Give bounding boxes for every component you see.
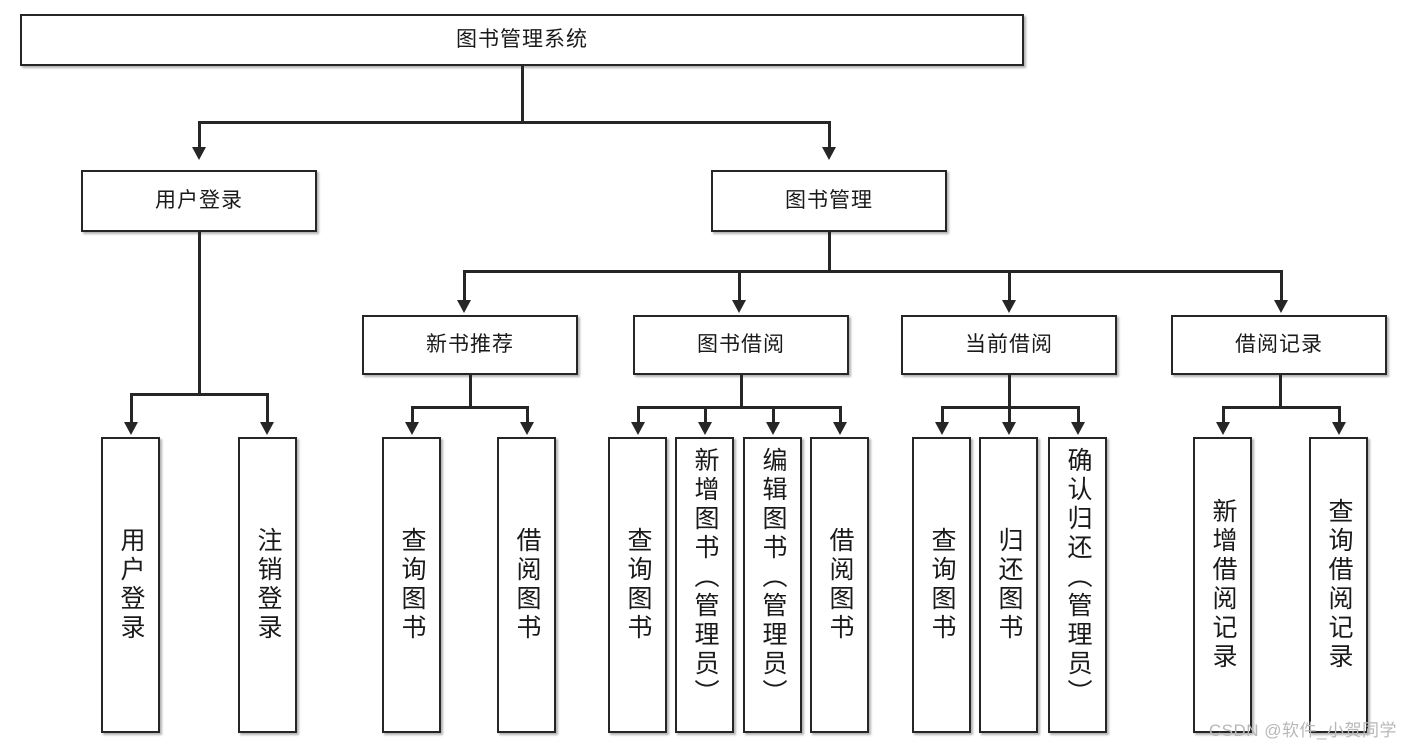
- leaf-return-book[interactable]: 归还图书: [979, 437, 1038, 733]
- edge-root-bus: [199, 121, 830, 124]
- edge-new-book-rec-bus: [412, 406, 527, 409]
- node-new-book-rec-label: 新书推荐: [426, 332, 514, 356]
- arrowhead-book-borrow-to-leaf-4: [833, 422, 847, 435]
- edge-new-book-rec-stem: [469, 375, 472, 408]
- leaf-query-book-2-label: 查询图书: [624, 527, 652, 643]
- edge-new-book-rec-to-leaf-2: [526, 406, 529, 424]
- arrowhead-book-borrow-to-leaf-3: [766, 422, 780, 435]
- edge-book-manage-to-l3-2: [738, 270, 741, 302]
- edge-book-borrow-to-leaf-1: [637, 406, 640, 424]
- edge-borrow-record-stem: [1279, 375, 1282, 408]
- leaf-query-record[interactable]: 查询借阅记录: [1309, 437, 1368, 733]
- arrowhead-book-borrow-to-leaf-1: [631, 422, 645, 435]
- arrowhead-new-book-rec-to-leaf-1: [405, 422, 419, 435]
- leaf-query-book-3-label: 查询图书: [928, 527, 956, 643]
- edge-current-borrow-to-leaf-1: [941, 406, 944, 424]
- leaf-user-login[interactable]: 用户登录: [101, 437, 160, 733]
- leaf-add-record[interactable]: 新增借阅记录: [1193, 437, 1252, 733]
- leaf-confirm-return[interactable]: 确认归还（管理员）: [1048, 437, 1107, 733]
- leaf-query-record-label: 查询借阅记录: [1325, 498, 1353, 672]
- leaf-borrow-book-2-label: 借阅图书: [826, 527, 854, 643]
- arrowhead-current-borrow-to-leaf-2: [1002, 422, 1016, 435]
- arrowhead-root-to-user-login: [192, 147, 206, 160]
- leaf-user-logout[interactable]: 注销登录: [238, 437, 297, 733]
- edge-book-borrow-to-leaf-4: [839, 406, 842, 424]
- leaf-borrow-book-2[interactable]: 借阅图书: [810, 437, 869, 733]
- edge-book-borrow-stem: [740, 375, 743, 408]
- leaf-query-book-1-label: 查询图书: [398, 527, 426, 643]
- edge-book-manage-bus: [464, 270, 1282, 273]
- arrowhead-borrow-record-to-leaf-2: [1332, 422, 1346, 435]
- edge-root-to-user-login: [198, 121, 201, 149]
- leaf-user-login-label: 用户登录: [117, 527, 145, 643]
- edge-borrow-record-to-leaf-2: [1338, 406, 1341, 424]
- edge-book-borrow-to-leaf-2: [704, 406, 707, 424]
- edge-current-borrow-to-leaf-3: [1077, 406, 1080, 424]
- node-current-borrow-label: 当前借阅: [965, 332, 1053, 356]
- watermark-text: CSDN @软件_小贺同学: [1208, 721, 1397, 740]
- edge-book-borrow-bus: [638, 406, 840, 409]
- arrowhead-root-to-book-manage: [822, 147, 836, 160]
- edge-book-borrow-to-leaf-3: [772, 406, 775, 424]
- edge-book-manage-stem: [828, 232, 831, 272]
- arrowhead-book-borrow-to-leaf-2: [698, 422, 712, 435]
- node-book-manage[interactable]: 图书管理: [711, 170, 947, 232]
- leaf-borrow-book-1[interactable]: 借阅图书: [497, 437, 556, 733]
- arrowhead-book-manage-to-l3-1: [457, 300, 471, 313]
- node-borrow-record-label: 借阅记录: [1235, 332, 1323, 356]
- leaf-return-book-label: 归还图书: [995, 527, 1023, 643]
- leaf-add-book-label: 新增图书（管理员）: [691, 447, 719, 708]
- edge-user-login-stem: [198, 232, 201, 395]
- node-book-manage-label: 图书管理: [785, 188, 873, 212]
- leaf-add-book[interactable]: 新增图书（管理员）: [675, 437, 734, 733]
- arrowhead-book-manage-to-l3-4: [1274, 300, 1288, 313]
- arrowhead-book-manage-to-l3-3: [1002, 300, 1016, 313]
- edge-book-manage-to-l3-3: [1008, 270, 1011, 302]
- leaf-borrow-book-1-label: 借阅图书: [513, 527, 541, 643]
- edge-book-manage-to-l3-1: [463, 270, 466, 302]
- node-current-borrow[interactable]: 当前借阅: [901, 315, 1117, 375]
- edge-root-to-book-manage: [828, 121, 831, 149]
- arrowhead-new-book-rec-to-leaf-2: [520, 422, 534, 435]
- edge-new-book-rec-to-leaf-1: [411, 406, 414, 424]
- node-user-login-label: 用户登录: [155, 188, 243, 212]
- node-new-book-rec[interactable]: 新书推荐: [362, 315, 578, 375]
- edge-user-login-bus: [131, 393, 267, 396]
- arrowhead-user-login-to-leaf-1: [124, 422, 138, 435]
- leaf-confirm-return-label: 确认归还（管理员）: [1064, 447, 1092, 708]
- node-user-login[interactable]: 用户登录: [81, 170, 317, 232]
- arrowhead-current-borrow-to-leaf-3: [1071, 422, 1085, 435]
- arrowhead-current-borrow-to-leaf-1: [935, 422, 949, 435]
- leaf-query-book-2[interactable]: 查询图书: [608, 437, 667, 733]
- node-borrow-record[interactable]: 借阅记录: [1171, 315, 1387, 375]
- edge-borrow-record-bus: [1223, 406, 1340, 409]
- edge-book-manage-to-l3-4: [1280, 270, 1283, 302]
- leaf-user-logout-label: 注销登录: [254, 527, 282, 643]
- arrowhead-borrow-record-to-leaf-1: [1216, 422, 1230, 435]
- edge-user-login-to-leaf-1: [130, 393, 133, 424]
- leaf-query-book-3[interactable]: 查询图书: [912, 437, 971, 733]
- node-root-label: 图书管理系统: [456, 27, 588, 51]
- edge-current-borrow-to-leaf-2: [1008, 406, 1011, 424]
- leaf-edit-book[interactable]: 编辑图书（管理员）: [743, 437, 802, 733]
- leaf-add-record-label: 新增借阅记录: [1209, 498, 1237, 672]
- edge-current-borrow-stem: [1008, 375, 1011, 408]
- node-book-borrow[interactable]: 图书借阅: [633, 315, 849, 375]
- edge-borrow-record-to-leaf-1: [1222, 406, 1225, 424]
- edge-user-login-to-leaf-2: [266, 393, 269, 424]
- edge-root-stem: [521, 66, 524, 122]
- arrowhead-user-login-to-leaf-2: [260, 422, 274, 435]
- leaf-edit-book-label: 编辑图书（管理员）: [759, 447, 787, 708]
- arrowhead-book-manage-to-l3-2: [732, 300, 746, 313]
- leaf-query-book-1[interactable]: 查询图书: [382, 437, 441, 733]
- node-book-borrow-label: 图书借阅: [697, 332, 785, 356]
- node-root[interactable]: 图书管理系统: [20, 14, 1024, 66]
